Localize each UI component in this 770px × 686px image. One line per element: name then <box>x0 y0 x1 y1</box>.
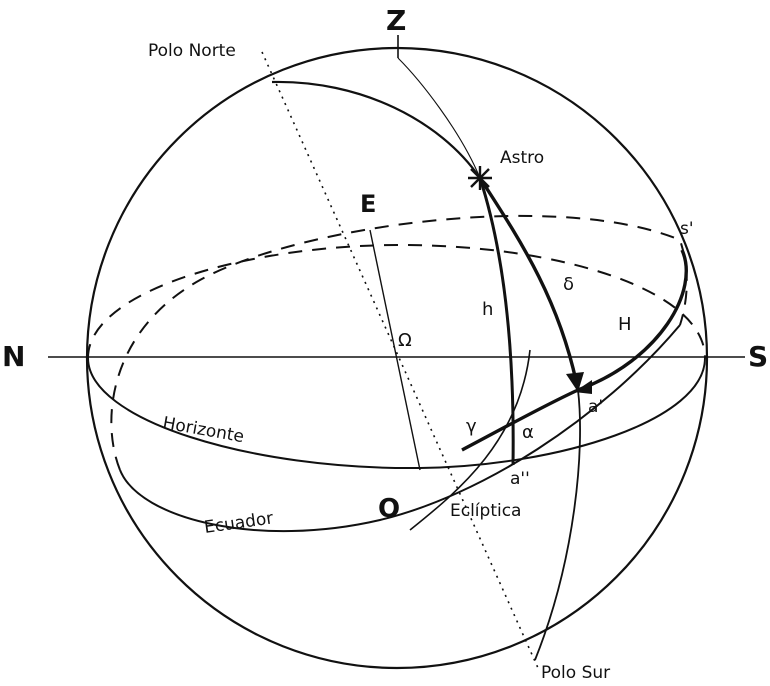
pole-axis <box>262 52 538 668</box>
meridian-arc <box>272 82 480 178</box>
label-south-pole: Polo Sur <box>541 663 610 683</box>
label-declination: δ <box>563 274 574 295</box>
label-star: Astro <box>500 148 544 168</box>
label-horizon: Horizonte <box>161 413 245 447</box>
label-west: O <box>378 494 400 524</box>
label-south: S <box>748 340 768 373</box>
label-ascending-node: Ω <box>398 330 412 351</box>
horizon-back <box>88 245 705 358</box>
label-ecliptic: Eclíptica <box>450 501 521 521</box>
right-ascension-arc <box>462 390 578 450</box>
label-point-a-prime: a' <box>588 397 603 417</box>
label-east: E <box>360 190 376 218</box>
label-vernal-point: γ <box>466 416 477 437</box>
label-hour-angle: H <box>618 314 632 335</box>
star-marker <box>468 166 492 190</box>
hour-circle-lower <box>535 390 580 660</box>
zenith-to-star-arc <box>398 58 480 178</box>
label-north-pole: Polo Norte <box>148 41 236 61</box>
label-north: N <box>2 340 25 373</box>
label-point-a-double-prime: a'' <box>510 469 530 489</box>
hour-angle-arc <box>578 250 686 390</box>
label-point-s-prime: s' <box>680 219 694 239</box>
label-zenith: Z <box>386 4 406 37</box>
label-equator: Ecuador <box>203 508 275 537</box>
label-altitude: h <box>482 299 493 320</box>
label-right-ascension: α <box>522 422 534 443</box>
east-west-line <box>370 230 420 470</box>
